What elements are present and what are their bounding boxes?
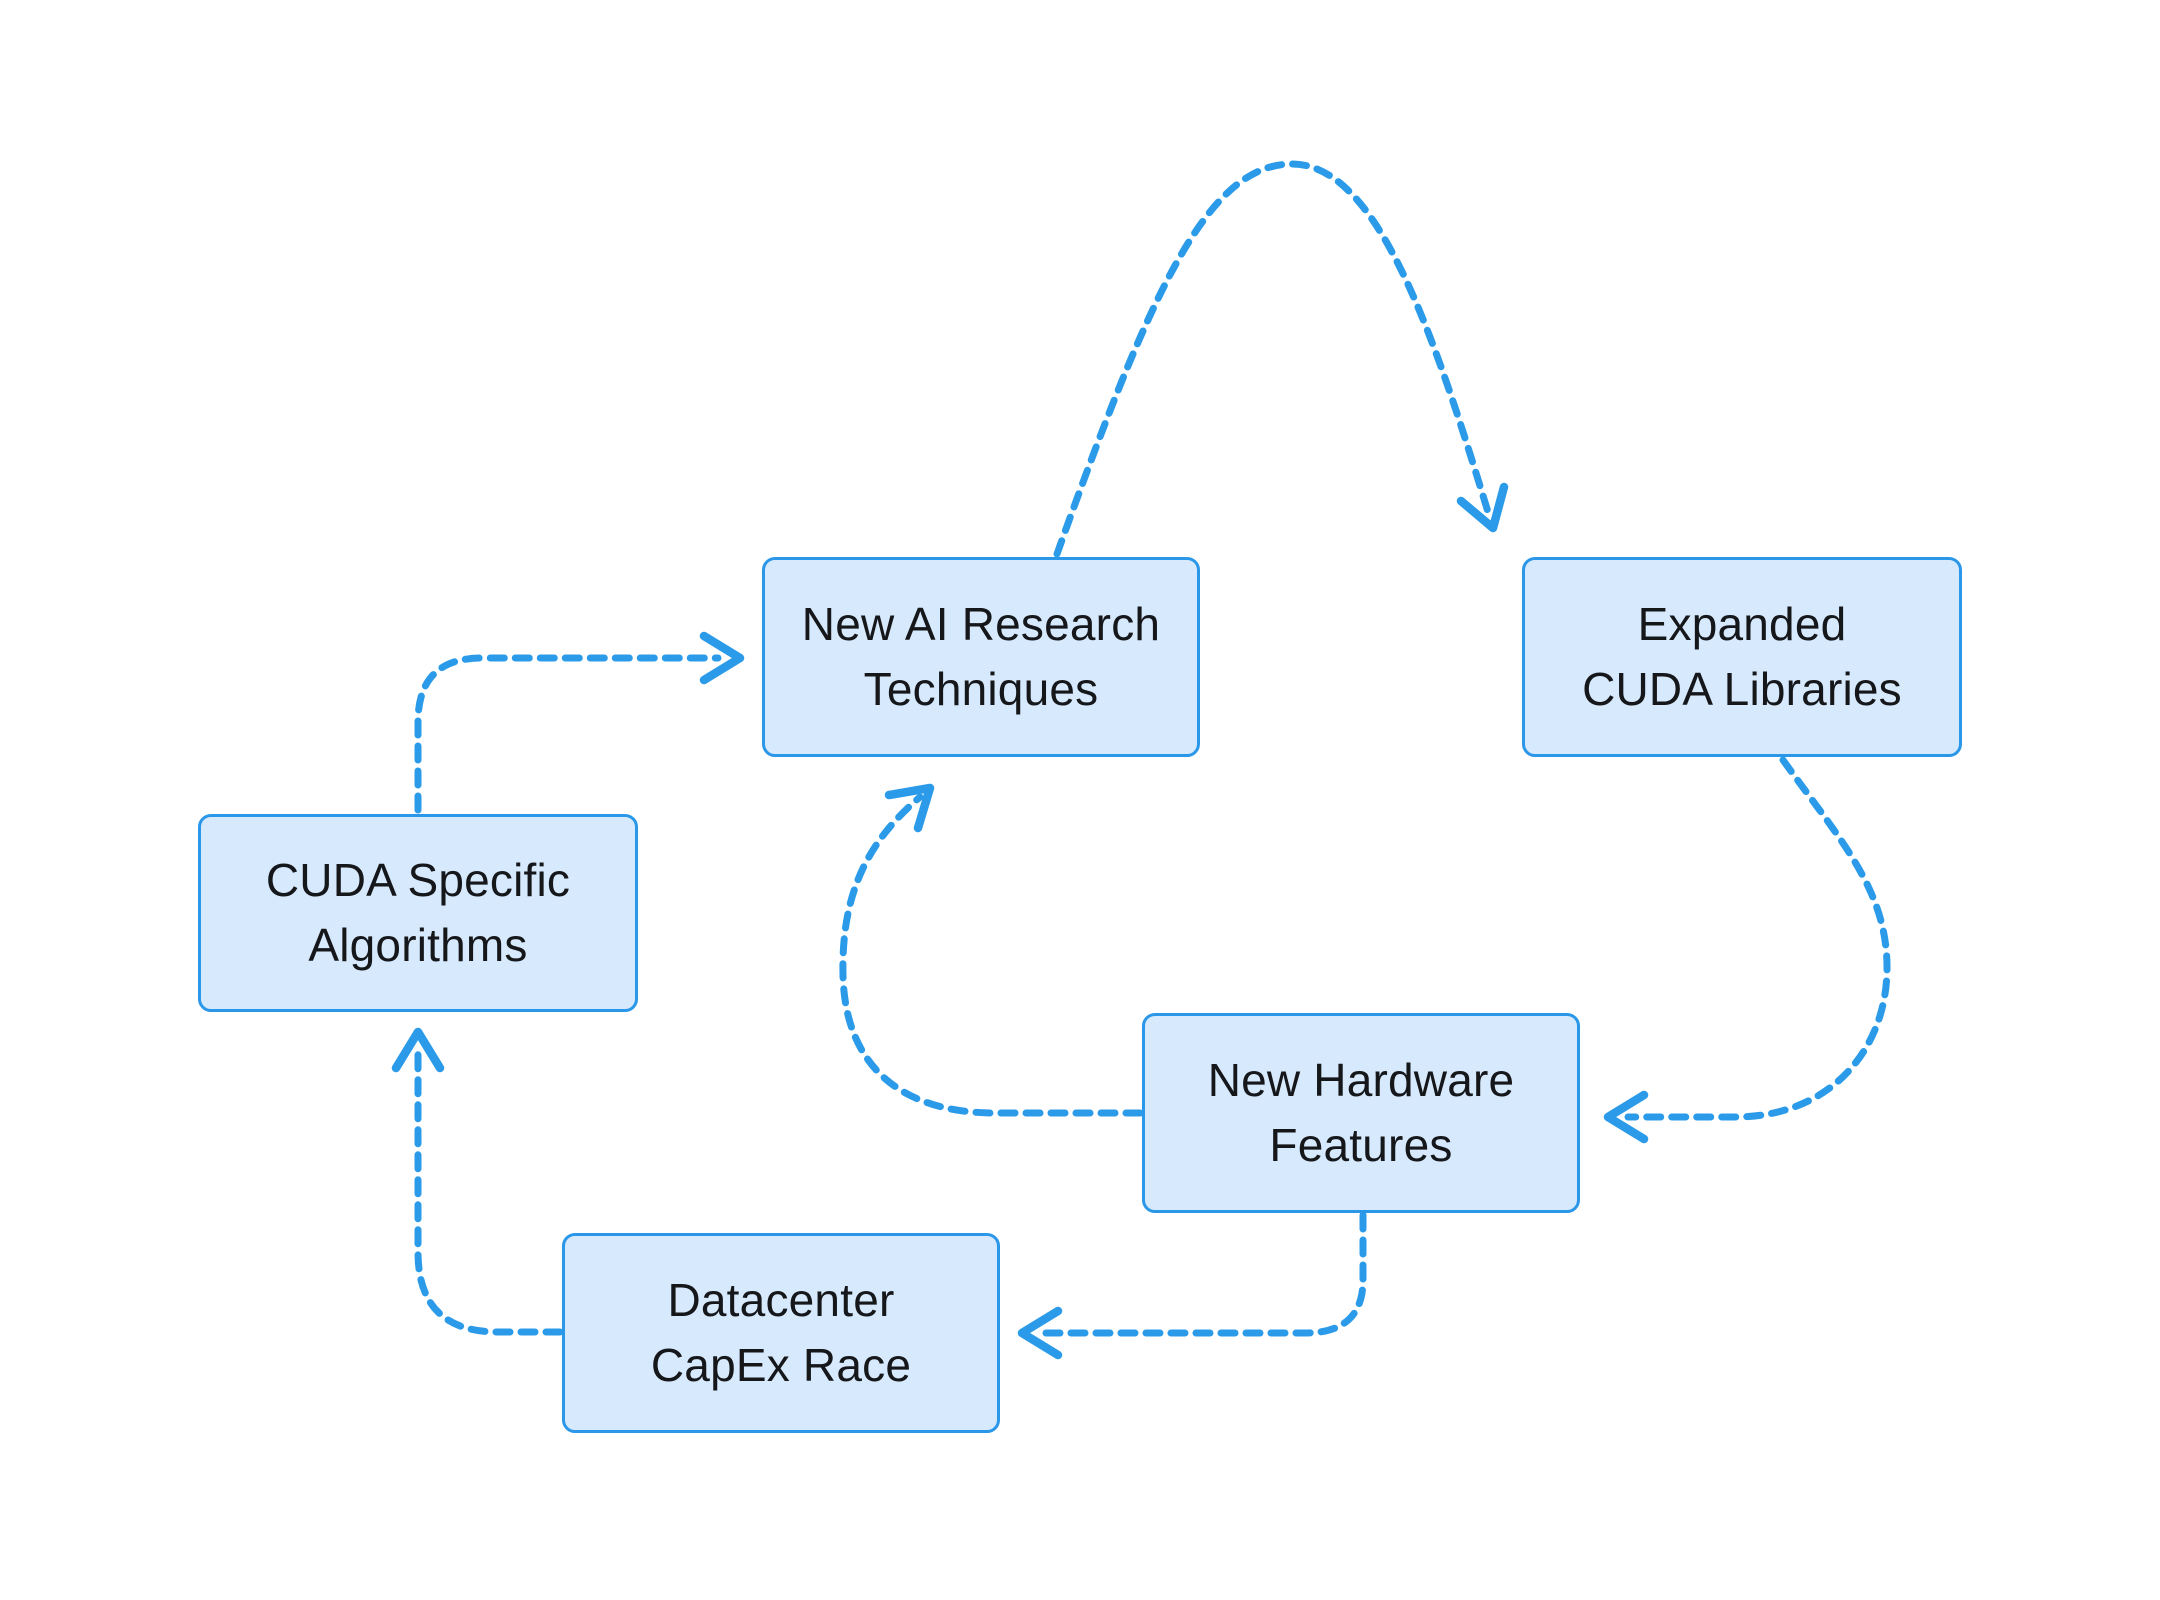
node-label-line: CUDA Specific [265, 854, 571, 906]
node-datacenter-capex-race: Datacenter CapEx Race [562, 1233, 1000, 1433]
node-cuda-specific-algorithms: CUDA Specific Algorithms [198, 814, 638, 1012]
node-label-line: New AI Research [801, 598, 1161, 650]
node-label-line: Features [1269, 1119, 1453, 1171]
node-label-line: Techniques [863, 663, 1099, 715]
node-label-line: CapEx Race [650, 1339, 912, 1391]
arrowhead-into-new-ai-research-techniques-left [699, 631, 745, 685]
node-expanded-cuda-libraries: Expanded CUDA Libraries [1522, 557, 1962, 757]
node-label-line: New Hardware [1207, 1054, 1515, 1106]
arrowhead-into-datacenter-capex-race-right [1017, 1306, 1063, 1360]
arrowhead-into-new-ai-research-techniques-bottom [884, 783, 935, 833]
node-new-hardware-features: New Hardware Features [1142, 1013, 1580, 1213]
node-label-line: CUDA Libraries [1582, 663, 1902, 715]
edge-expanded-cuda-libraries-to-new-hardware-features [1624, 756, 1891, 1121]
node-label-line: Datacenter [667, 1274, 895, 1326]
edge-new-ai-research-techniques-to-expanded-cuda-libraries [1053, 160, 1492, 558]
edge-new-hardware-features-to-datacenter-capex-race [1038, 1211, 1367, 1337]
arrowhead-into-expanded-cuda-libraries-top [1456, 482, 1509, 533]
edge-cuda-specific-algorithms-to-new-ai-research-techniques [414, 654, 722, 814]
node-label-line: Expanded [1637, 598, 1847, 650]
edge-new-hardware-features-to-new-ai-research-techniques [839, 793, 1144, 1117]
arrowhead-into-cuda-specific-algorithms-bottom [391, 1027, 445, 1073]
edge-datacenter-capex-race-to-cuda-specific-algorithms [414, 1048, 564, 1336]
node-label-line: Algorithms [308, 919, 528, 971]
node-new-ai-research-techniques: New AI Research Techniques [762, 557, 1200, 757]
arrowhead-into-new-hardware-features-right [1603, 1090, 1649, 1144]
